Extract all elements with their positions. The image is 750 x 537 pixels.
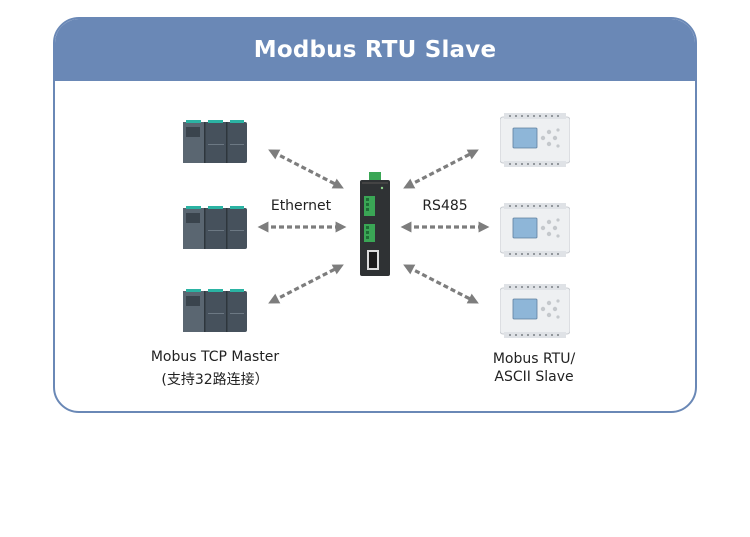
slave-label-line2: ASCII Slave: [494, 369, 574, 385]
plc-master-icon: [183, 206, 247, 249]
master-label-line1: Mobus TCP Master: [150, 349, 280, 365]
ethernet-arrow-top: [268, 149, 344, 189]
rs485-label: RS485: [422, 198, 468, 214]
plc-slave-icon: [500, 113, 570, 167]
card-header: Modbus RTU Slave: [55, 19, 695, 81]
plc-slave-icon: [500, 284, 570, 338]
ethernet-arrow-bottom: [268, 264, 344, 304]
plc-slave-icon: [500, 203, 570, 257]
gateway-icon: [360, 172, 390, 276]
master-label-line2: (支持32路连接）: [161, 372, 269, 388]
ethernet-label: Ethernet: [270, 198, 332, 214]
slave-label-line1: Mobus RTU/: [492, 351, 576, 367]
diagram-card: Modbus RTU Slave: [53, 17, 697, 413]
rs485-arrow-top: [403, 149, 479, 189]
plc-master-icon: [183, 120, 247, 163]
diagram-title: Modbus RTU Slave: [253, 37, 497, 63]
plc-master-icon: [183, 289, 247, 332]
rs485-arrow-bottom: [403, 264, 479, 304]
